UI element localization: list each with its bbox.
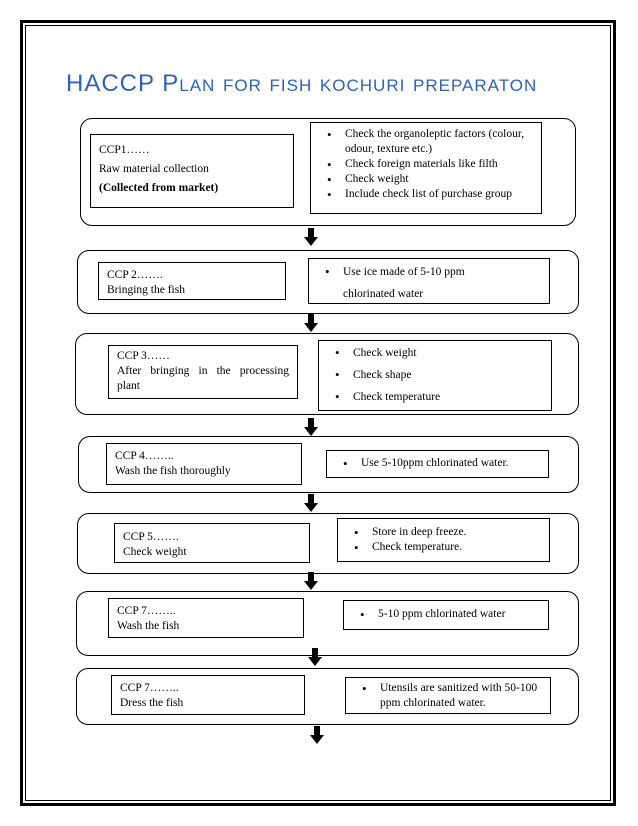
ccp-5-control: Check temperature.	[338, 540, 543, 555]
ccp-6-label-box: CCP 7…….. Wash the fish	[108, 598, 304, 638]
ccp-2-control: Use ice made of 5-10 ppm chlorinated wat…	[309, 261, 489, 305]
ccp-1-control: Include check list of purchase group	[311, 187, 535, 202]
ccp-3-control: Check shape	[319, 364, 545, 386]
ccp-1-control: Check weight	[311, 172, 535, 187]
ccp-1-controls-box: Check the organoleptic factors (colour, …	[310, 122, 542, 214]
ccp-6-control: 5-10 ppm chlorinated water	[344, 607, 542, 622]
ccp-5-step: Check weight	[123, 546, 187, 558]
ccp-5-label-box: CCP 5……. Check weight	[114, 523, 310, 563]
ccp-3-control: Check temperature	[319, 386, 545, 408]
ccp-2-label-box: CCP 2……. Bringing the fish	[98, 262, 286, 300]
ccp-5-code: CCP 5…….	[123, 531, 179, 543]
ccp-7-controls-box: Utensils are sanitized with 50-100 ppm c…	[345, 677, 551, 714]
ccp-2-code: CCP 2…….	[107, 269, 163, 281]
ccp-4-control: Use 5-10ppm chlorinated water.	[327, 456, 542, 471]
ccp-3-step: After bringing in the processing plant	[117, 365, 289, 392]
ccp-4-step: Wash the fish thoroughly	[115, 465, 231, 477]
flow-arrow-down-icon	[304, 314, 318, 332]
ccp-2-step: Bringing the fish	[107, 284, 185, 296]
ccp-3-controls-box: Check weight Check shape Check temperatu…	[318, 340, 552, 411]
flow-arrow-down-icon	[304, 418, 318, 436]
ccp-7-control: Utensils are sanitized with 50-100 ppm c…	[346, 681, 544, 711]
ccp-4-controls-box: Use 5-10ppm chlorinated water.	[326, 450, 549, 478]
ccp-1-note: (Collected from market)	[99, 182, 219, 194]
ccp-1-control: Check foreign materials like filth	[311, 157, 535, 172]
ccp-5-controls-box: Store in deep freeze. Check temperature.	[337, 518, 550, 562]
flow-arrow-down-icon	[304, 494, 318, 512]
flow-arrow-down-icon	[310, 726, 324, 744]
ccp-7-code: CCP 7……..	[120, 682, 179, 694]
ccp-2-controls-box: Use ice made of 5-10 ppm chlorinated wat…	[308, 258, 550, 304]
ccp-3-code: CCP 3……	[117, 350, 170, 362]
ccp-4-code: CCP 4……..	[115, 450, 174, 462]
flow-arrow-down-icon	[304, 228, 318, 246]
ccp-7-label-box: CCP 7…….. Dress the fish	[111, 675, 305, 715]
ccp-1-step: Raw material collection	[99, 163, 209, 175]
ccp-7-step: Dress the fish	[120, 697, 184, 709]
ccp-6-step: Wash the fish	[117, 620, 180, 632]
flow-arrow-down-icon	[308, 648, 322, 666]
ccp-1-label-box: CCP1…… Raw material collection (Collecte…	[90, 134, 294, 208]
ccp-6-controls-box: 5-10 ppm chlorinated water	[343, 600, 549, 630]
ccp-3-label-box: CCP 3…… After bringing in the processing…	[108, 345, 298, 399]
page-title: HACCP Plan for fish kochuri preparaton	[66, 70, 538, 97]
page-border-inner	[25, 25, 611, 801]
ccp-5-control: Store in deep freeze.	[338, 525, 543, 540]
ccp-3-control: Check weight	[319, 342, 545, 364]
ccp-6-code: CCP 7……..	[117, 605, 176, 617]
ccp-1-control: Check the organoleptic factors (colour, …	[311, 127, 535, 157]
ccp-4-label-box: CCP 4…….. Wash the fish thoroughly	[106, 443, 302, 485]
page-border-outer	[20, 20, 616, 806]
ccp-1-code: CCP1……	[99, 144, 150, 156]
flow-arrow-down-icon	[304, 572, 318, 590]
